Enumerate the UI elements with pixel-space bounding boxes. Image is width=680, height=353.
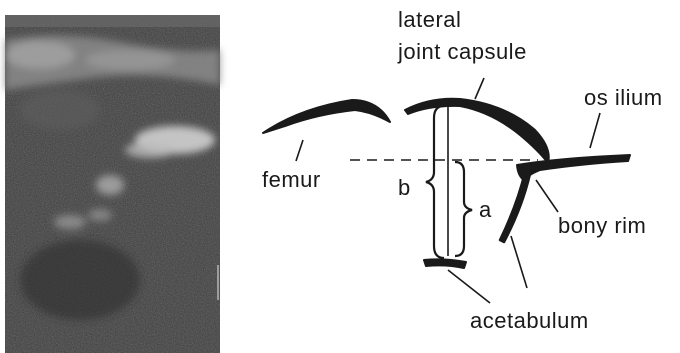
joint-capsule-label: joint capsule: [398, 40, 527, 64]
femur-leader-line: [296, 140, 303, 161]
bony-rim-label: bony rim: [558, 214, 646, 238]
joint-capsule-leader-line: [475, 78, 484, 99]
acetabulum-label: acetabulum: [470, 309, 589, 333]
acetabulum-outline: [424, 172, 530, 268]
brace-b: [426, 106, 444, 258]
femur-outline: [263, 100, 390, 133]
joint-capsule-outline: [405, 99, 549, 163]
a-label: a: [479, 198, 492, 222]
acetabulum-leader-line: [511, 236, 527, 288]
lateral-label: lateral: [398, 8, 461, 32]
os-ilium-label: os ilium: [584, 86, 663, 110]
acetabulum-leader-line: [448, 270, 490, 303]
ultrasound-image: [5, 15, 220, 353]
os-ilium-leader-line: [590, 113, 600, 148]
os-ilium-outline: [517, 155, 630, 180]
femur-label: femur: [262, 168, 321, 192]
brace-a: [455, 162, 472, 256]
b-label: b: [398, 176, 411, 200]
bony-rim-leader-line: [536, 180, 558, 212]
